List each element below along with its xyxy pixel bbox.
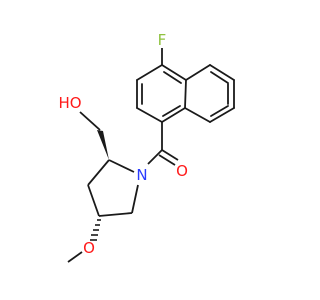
carbonyl-oxygen-label: O [176, 162, 188, 180]
bond-c-oh [79, 111, 101, 131]
bond [161, 64, 187, 81]
bond-c-o-double [161, 149, 179, 161]
stereo-hash-bond [90, 219, 101, 241]
bond [210, 71, 229, 84]
stereo-wedge-bond [97, 130, 109, 160]
bond [184, 107, 211, 123]
bond [98, 212, 133, 217]
naphthalene-ring [136, 64, 235, 123]
pyrrolidine-ring [87, 159, 139, 217]
bond [87, 159, 110, 186]
bond [136, 107, 163, 123]
bond [185, 64, 211, 81]
bond [162, 105, 181, 117]
methoxy-oxygen-label: O [83, 239, 95, 257]
bond [87, 184, 100, 217]
bond-c-n [147, 149, 163, 165]
bond [209, 107, 235, 123]
molecule-structure: F O N O HO [58, 31, 235, 263]
bond [209, 64, 235, 81]
bond [136, 64, 163, 81]
bond-c-o-double [158, 154, 176, 166]
bond [131, 184, 139, 214]
bond-o-ch3 [67, 251, 83, 263]
bond [210, 105, 229, 117]
fluorine-atom-label: F [158, 31, 167, 49]
bond [163, 71, 182, 84]
bond [184, 79, 187, 109]
hydroxyl-group-label: HO [58, 94, 81, 112]
nitrogen-atom-label: N [136, 166, 147, 184]
bond [161, 107, 186, 123]
bond [108, 159, 135, 173]
